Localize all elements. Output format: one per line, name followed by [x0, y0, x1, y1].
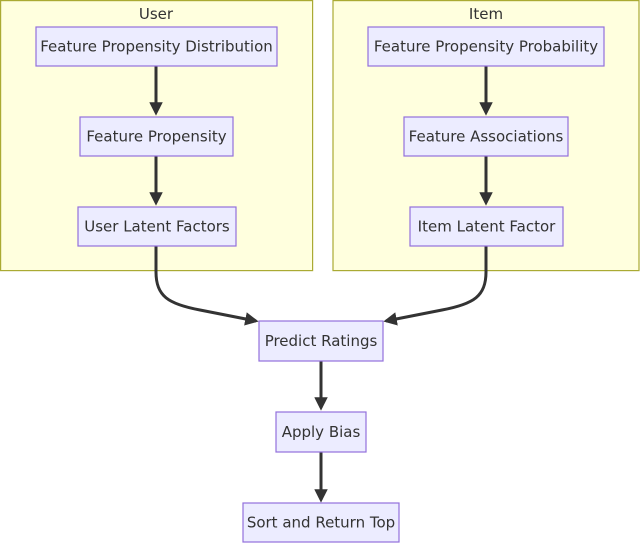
- node-item-latent-factor: Item Latent Factor: [409, 206, 564, 247]
- node-label: Feature Propensity: [86, 128, 226, 146]
- item-cluster-title: Item: [469, 5, 503, 23]
- node-label: Apply Bias: [282, 423, 361, 441]
- edge-user-latent-to-predict: [154, 246, 259, 326]
- node-predict-ratings: Predict Ratings: [258, 320, 384, 362]
- edges: [149, 66, 493, 503]
- node-apply-bias: Apply Bias: [275, 411, 367, 453]
- node-sort-and-return-top: Sort and Return Top: [242, 502, 400, 543]
- node-label: Predict Ratings: [265, 332, 378, 350]
- node-label: Feature Associations: [409, 128, 564, 146]
- node-label: Feature Propensity Distribution: [40, 38, 273, 56]
- node-feature-associations: Feature Associations: [403, 116, 569, 157]
- node-label: Sort and Return Top: [247, 514, 395, 532]
- node-user-latent-factors: User Latent Factors: [77, 206, 237, 247]
- node-feature-propensity-distribution: Feature Propensity Distribution: [35, 26, 278, 67]
- node-label: User Latent Factors: [84, 218, 230, 236]
- edge-item-latent-to-predict: [383, 246, 488, 326]
- node-feature-propensity: Feature Propensity: [79, 116, 234, 157]
- node-label: Item Latent Factor: [418, 218, 556, 236]
- node-feature-propensity-probability: Feature Propensity Probability: [367, 26, 605, 67]
- node-label: Feature Propensity Probability: [374, 38, 598, 56]
- user-cluster-title: User: [139, 5, 174, 23]
